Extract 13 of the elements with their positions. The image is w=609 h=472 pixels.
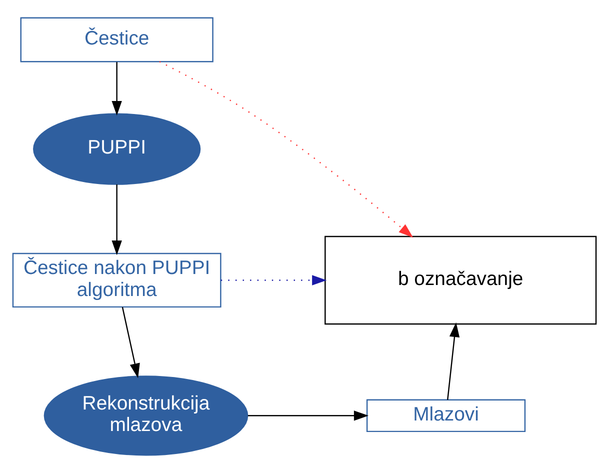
arrow: [447, 322, 460, 400]
node-ellipse: Rekonstrukcija mlazova: [44, 375, 248, 456]
arrow: [248, 410, 369, 420]
node-box: Mlazovi: [366, 398, 526, 432]
arrow: [122, 306, 140, 378]
node-box: Čestice: [20, 16, 214, 62]
arrow: [112, 184, 122, 255]
arrow: [159, 60, 414, 238]
node-box: b označavanje: [324, 235, 597, 324]
node-ellipse: PUPPI: [33, 112, 201, 184]
node-box: Čestice nakon PUPPI algoritma: [12, 252, 222, 308]
arrow: [220, 274, 327, 285]
arrow: [112, 62, 122, 116]
